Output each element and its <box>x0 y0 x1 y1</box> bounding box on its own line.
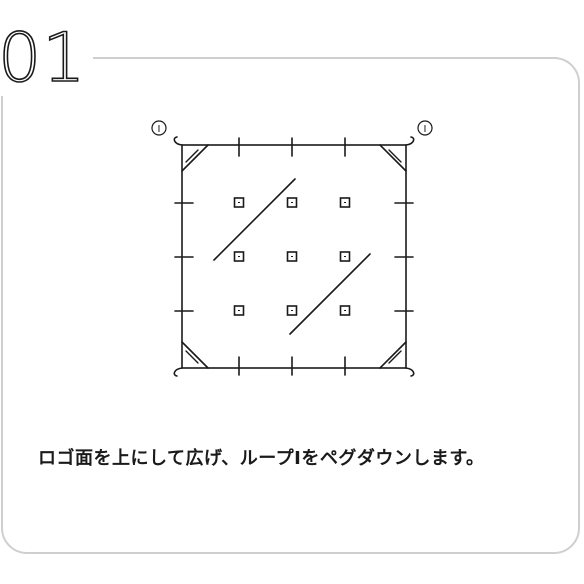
diagonal-line <box>289 253 371 335</box>
corner-loop <box>173 136 183 146</box>
step-number: 01 <box>0 21 93 96</box>
eyelet <box>286 305 298 316</box>
loop-label-left <box>151 120 167 136</box>
eyelet <box>339 251 351 262</box>
eyelet <box>233 197 245 208</box>
loop-label-left-text: Ⅰ <box>158 124 161 135</box>
corner-patch <box>379 341 407 369</box>
eyelet <box>339 305 351 316</box>
corner-loop <box>173 367 183 377</box>
loop-label-right-text: Ⅰ <box>424 124 427 135</box>
corner-loop <box>405 367 415 377</box>
instruction-text: ロゴ面を上にして広げ、ループⅠをペグダウンします。 <box>38 448 485 469</box>
corner-patch <box>181 144 209 172</box>
corner-logo-mark <box>388 350 402 364</box>
corner-patch <box>181 341 209 369</box>
loop-label-right <box>417 120 433 136</box>
corner-logo-mark <box>185 350 199 364</box>
eyelet <box>286 251 298 262</box>
diagonal-line <box>213 178 296 261</box>
corner-patch <box>379 144 407 172</box>
corner-logo-mark <box>185 149 199 163</box>
eyelet <box>286 197 298 208</box>
eyelet <box>233 305 245 316</box>
eyelet <box>233 251 245 262</box>
tarp-outline <box>181 144 407 369</box>
corner-logo-mark <box>388 149 402 163</box>
corner-loop <box>405 136 415 146</box>
eyelet <box>339 197 351 208</box>
eyelet-grid <box>233 197 351 316</box>
